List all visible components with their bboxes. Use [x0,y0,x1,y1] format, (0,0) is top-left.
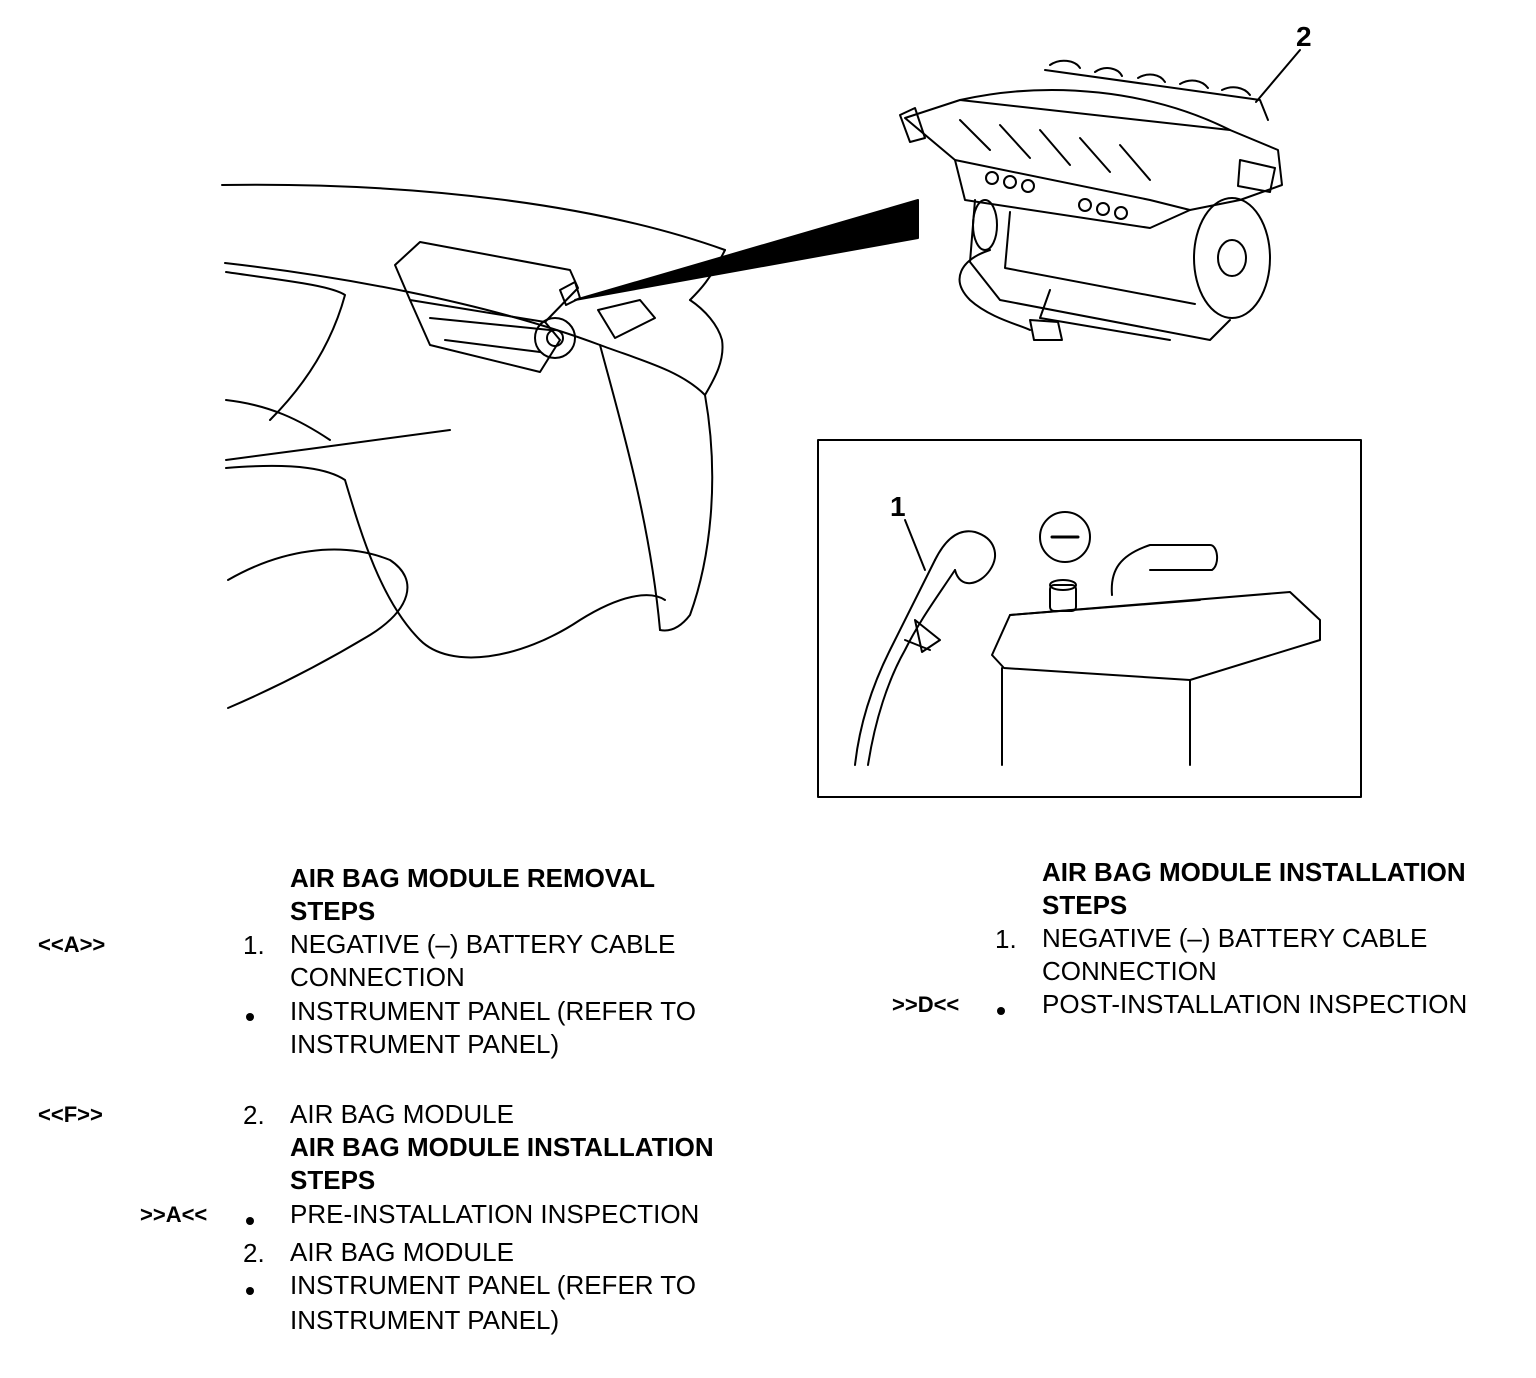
installation-left-pre-code: >>A<< [140,1202,208,1227]
instrument-panel-drawing [221,183,726,709]
installation-right-step1-line2: CONNECTION [1042,956,1217,986]
installation-right-step1-line1: NEGATIVE (–) BATTERY CABLE [1042,923,1428,953]
removal-step1-line1: NEGATIVE (–) BATTERY CABLE [290,929,676,959]
battery-drawing [991,544,1321,766]
callout-2-label: 2 [1296,21,1312,52]
installation-left-bullet-dot [246,1287,254,1295]
installation-right-step1-number: 1. [995,924,1017,954]
removal-step2-number: 2. [243,1100,265,1130]
installation-right-post-label: POST-INSTALLATION INSPECTION [1042,989,1468,1019]
installation-right-post-code: >>D<< [892,992,960,1017]
airbag-module-small [394,241,581,373]
removal-bullet1-line2: INSTRUMENT PANEL) [290,1029,560,1059]
removal-step2-label: AIR BAG MODULE [290,1099,514,1129]
airbag-module-large [899,59,1283,341]
callout-2-leader [1255,49,1301,103]
installation-left-bullet-line1: INSTRUMENT PANEL (REFER TO [290,1270,696,1300]
removal-step1-code: <<A>> [38,932,106,957]
installation-left-pre-label: PRE-INSTALLATION INSPECTION [290,1199,700,1229]
installation-left-bullet-line2: INSTRUMENT PANEL) [290,1305,560,1335]
callout-1-label: 1 [890,491,906,522]
installation-left-step2-label: AIR BAG MODULE [290,1237,514,1267]
installation-left-step2-number: 2. [243,1238,265,1268]
installation-left-heading-line2: STEPS [290,1165,376,1195]
removal-step1-number: 1. [243,930,265,960]
removal-step2-code: <<F>> [38,1102,103,1127]
installation-right-heading-line2: STEPS [1042,890,1128,920]
removal-bullet1-line1: INSTRUMENT PANEL (REFER TO [290,996,696,1026]
zoom-pointer [574,199,919,301]
air-bag-illustration: 2 1 AC100438AB [221,21,1362,798]
installation-left-pre-dot [246,1217,254,1225]
callout-1-leader [904,519,926,571]
removal-bullet1-dot [246,1013,254,1021]
installation-left-heading-line1: AIR BAG MODULE INSTALLATION [290,1132,714,1162]
removal-step1-line2: CONNECTION [290,962,465,992]
disconnected-cable-drawing [854,530,996,766]
battery-inset-frame [817,439,1362,798]
removal-heading-line2: STEPS [290,896,376,926]
negative-terminal-symbol [1039,511,1091,563]
removal-heading-line1: AIR BAG MODULE REMOVAL [290,863,655,893]
installation-right-heading-line1: AIR BAG MODULE INSTALLATION [1042,857,1466,887]
installation-right-post-dot [997,1007,1005,1015]
